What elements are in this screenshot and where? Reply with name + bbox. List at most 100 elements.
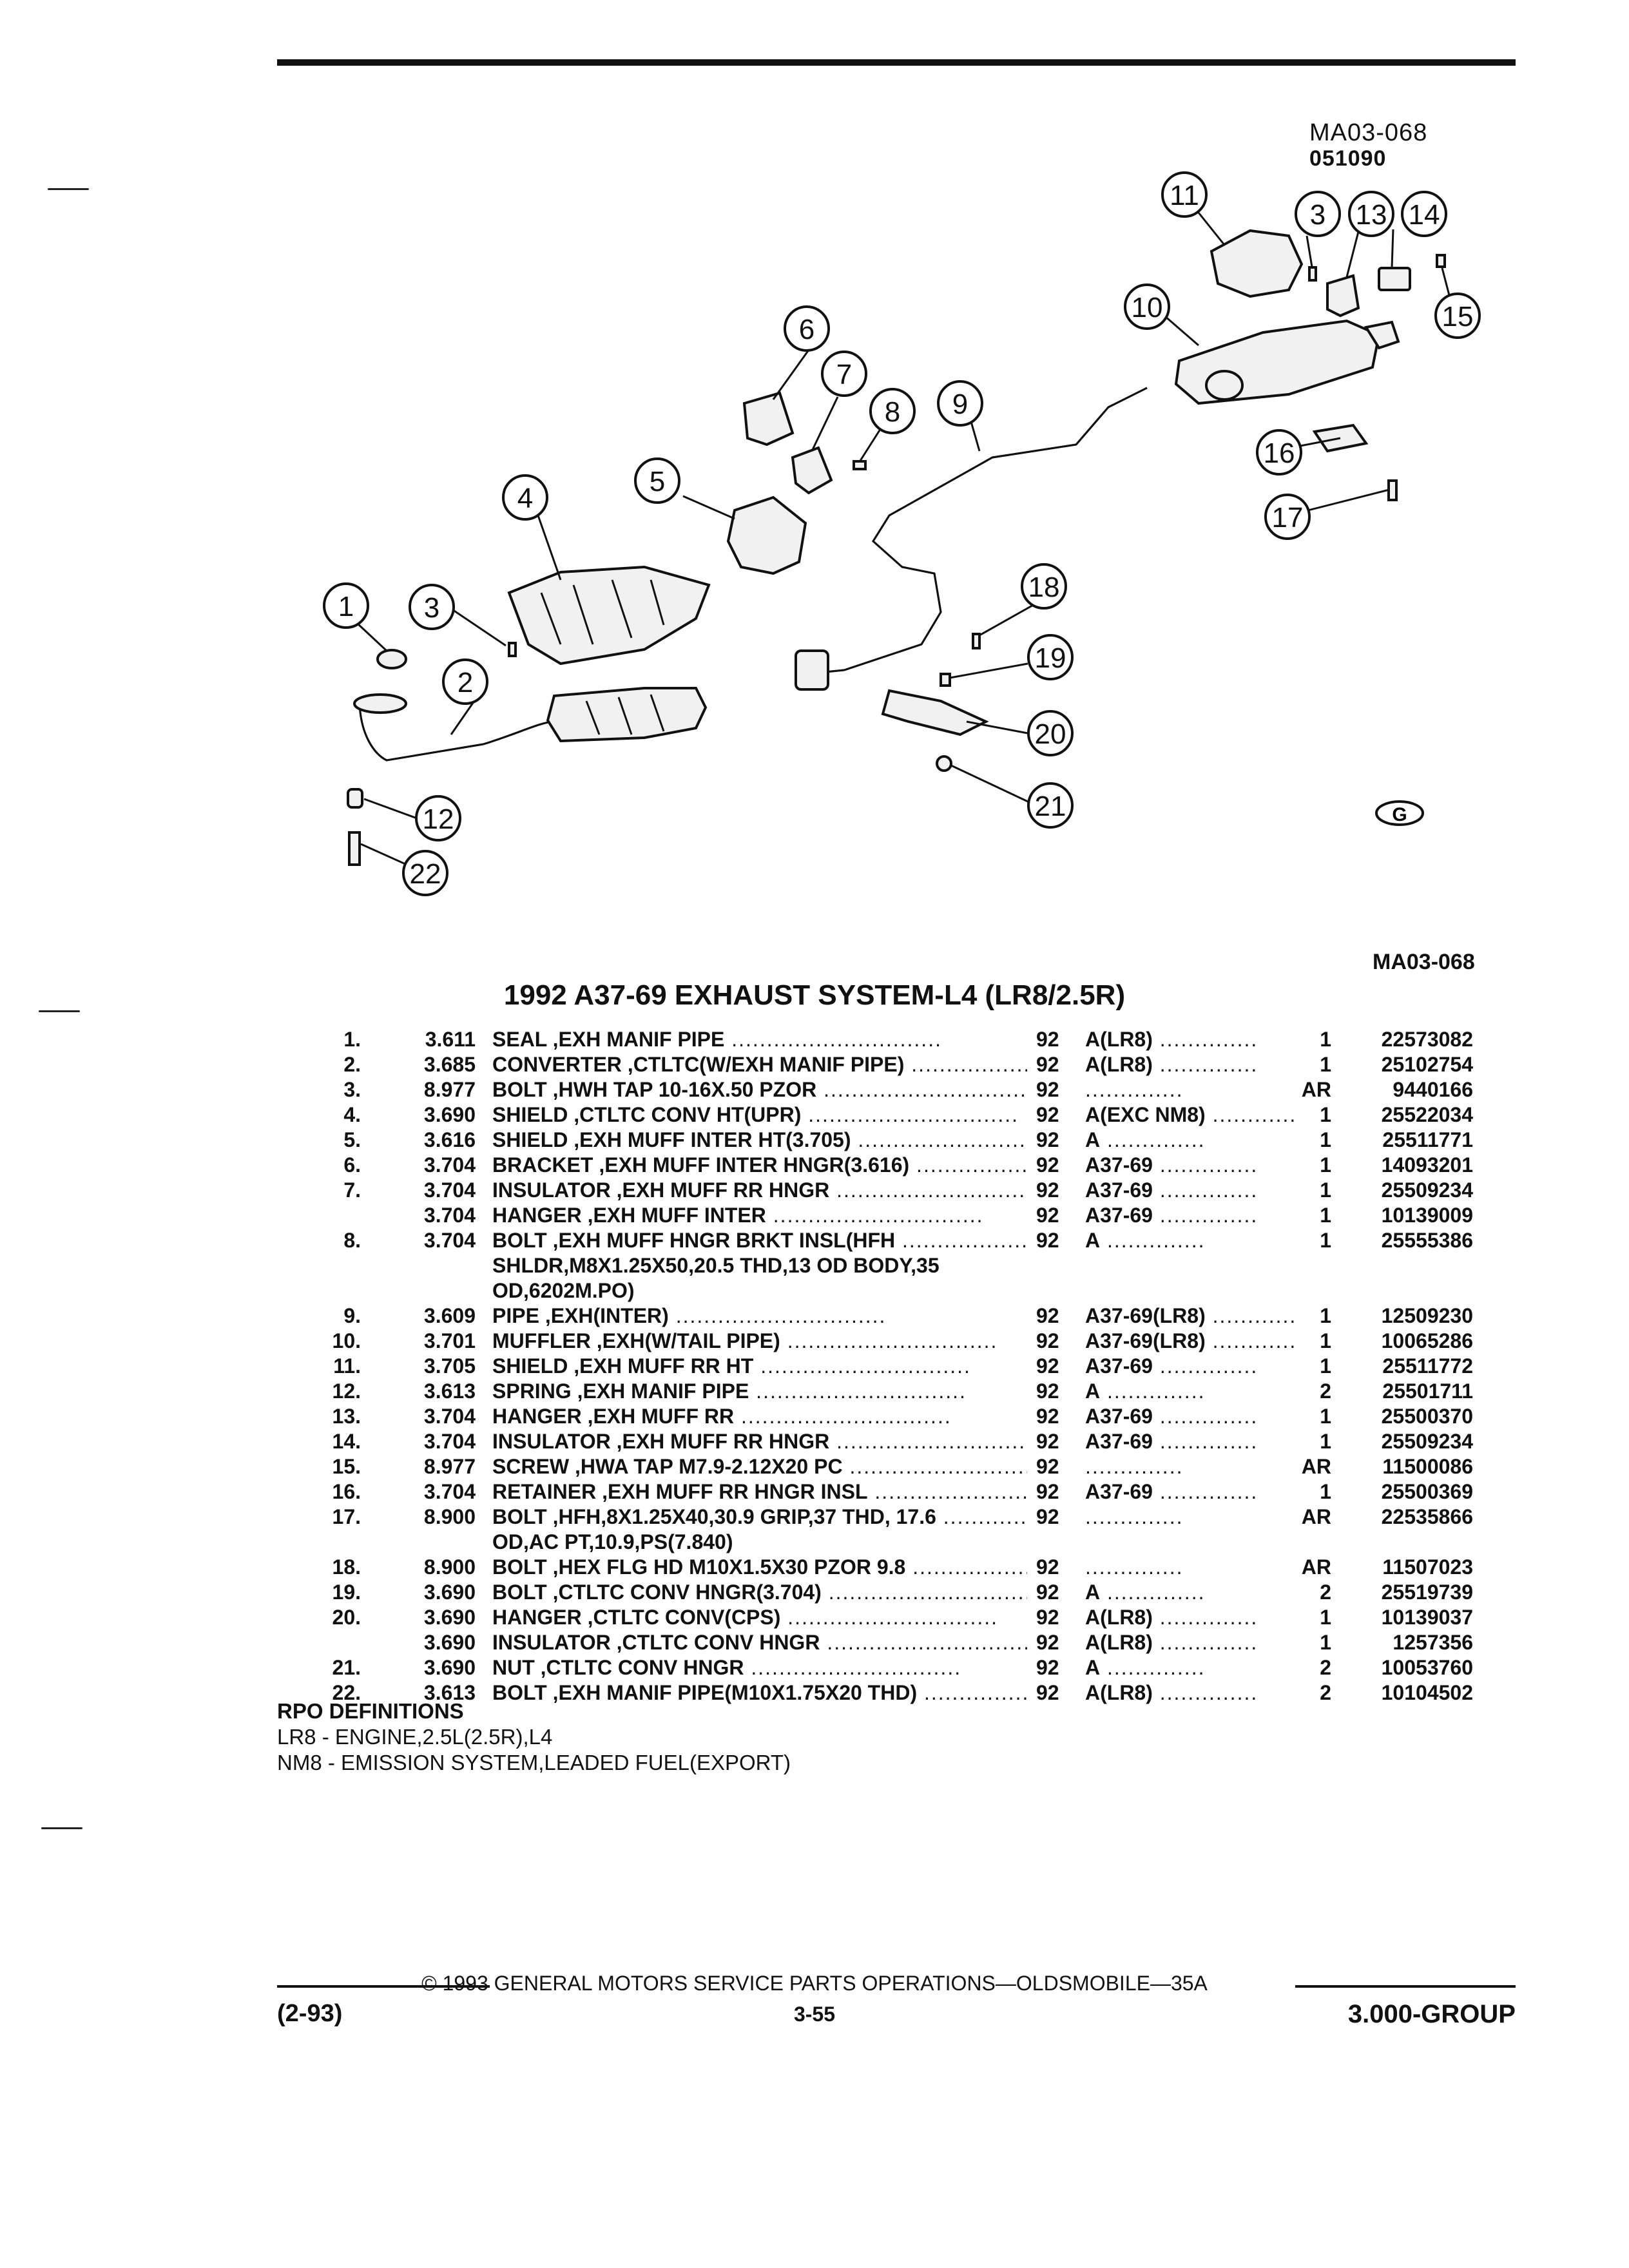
- model-year: 92: [1036, 1229, 1059, 1252]
- svg-text:10: 10: [1132, 292, 1163, 323]
- application: A37-69 ..............: [1085, 1354, 1258, 1378]
- application: A(LR8) ..............: [1085, 1028, 1258, 1051]
- model-year: 92: [1036, 1631, 1059, 1654]
- parts-row: 3.690 INSULATOR ,CTLTC CONV HNGR ........…: [284, 1630, 1521, 1655]
- footer-rule: [277, 1985, 490, 1988]
- group-number: 3.690: [423, 1103, 476, 1126]
- part-name: HANGER: [492, 1204, 582, 1227]
- callout-7: 7: [821, 351, 867, 397]
- intermediate-pipe-part: [811, 387, 1148, 675]
- parts-row: 6. 3.704 BRACKET ,EXH MUFF INTER HNGR(3.61…: [284, 1153, 1521, 1178]
- part-number: 22573082: [1381, 1028, 1473, 1051]
- svg-text:5: 5: [650, 466, 665, 497]
- item-number: 20.: [332, 1606, 361, 1629]
- footer-date: (2-93): [277, 2000, 343, 2027]
- group-number: 8.900: [423, 1505, 476, 1528]
- part-description: SHIELD ,EXH MUFF INTER HT(3.705) .......…: [492, 1128, 1027, 1151]
- group-number: 8.977: [423, 1455, 476, 1478]
- part-description: BOLT ,EXH MANIF PIPE(M10X1.75X20 THD) ..…: [492, 1681, 1027, 1704]
- model-year: 92: [1036, 1329, 1059, 1352]
- part-name: BRACKET: [492, 1153, 593, 1177]
- scan-mark: [39, 1010, 80, 1012]
- group-number: 3.704: [423, 1480, 476, 1503]
- part-name: SEAL: [492, 1028, 547, 1051]
- part-name: NUT: [492, 1656, 535, 1679]
- part-description: BRACKET ,EXH MUFF INTER HNGR(3.616) ....…: [492, 1153, 1027, 1177]
- group-number: 3.701: [423, 1329, 476, 1352]
- application-code: A(LR8): [1085, 1631, 1153, 1654]
- part-detail: ,EXH(W/TAIL PIPE): [590, 1329, 780, 1352]
- part-description: SHIELD ,EXH MUFF RR HT .................…: [492, 1354, 971, 1378]
- part-description: SEAL ,EXH MANIF PIPE ...................…: [492, 1028, 942, 1051]
- part-detail: ,CTLTC CONV HNGR: [610, 1631, 820, 1654]
- part-detail: ,HWH TAP 10-16X.50 PZOR: [546, 1078, 817, 1101]
- part-description: HANGER ,CTLTC CONV(CPS) ................…: [492, 1606, 998, 1629]
- callout-2: 2: [442, 658, 488, 705]
- part-number: 9440166: [1393, 1078, 1473, 1101]
- model-year: 92: [1036, 1103, 1059, 1126]
- quantity: 1: [1320, 1204, 1331, 1227]
- callout-1: 1: [323, 582, 369, 629]
- model-year: 92: [1036, 1153, 1059, 1177]
- group-number: 3.690: [423, 1631, 476, 1654]
- parts-row-continuation: SHLDR,M8X1.25X50,20.5 THD,13 OD BODY,35: [284, 1253, 1521, 1278]
- group-number: 3.690: [423, 1606, 476, 1629]
- part-number: 25511772: [1382, 1354, 1473, 1378]
- application: A ..............: [1085, 1379, 1206, 1403]
- group-number: 3.704: [423, 1405, 476, 1428]
- part-number: 25511771: [1382, 1128, 1473, 1151]
- part-detail: ,CTLTC CONV HT(UPR): [568, 1103, 802, 1126]
- group-number: 8.977: [423, 1078, 476, 1101]
- bolt-part: [853, 460, 867, 470]
- scan-mark: [48, 188, 89, 190]
- nut-part: [936, 755, 952, 772]
- insulator-part: [1378, 267, 1411, 291]
- part-description: NUT ,CTLTC CONV HNGR ...................…: [492, 1656, 962, 1679]
- item-number: [284, 1203, 361, 1228]
- part-description: INSULATOR ,CTLTC CONV HNGR .............…: [492, 1631, 1027, 1654]
- part-description-cont: SHLDR,M8X1.25X50,20.5 THD,13 OD BODY,35: [492, 1254, 940, 1277]
- part-number: 11507023: [1382, 1555, 1473, 1579]
- part-detail: ,CTLTC CONV(CPS): [581, 1606, 781, 1629]
- part-name: RETAINER: [492, 1480, 597, 1503]
- figure-id-sub: 051090: [1309, 146, 1387, 171]
- group-number: 3.704: [423, 1153, 476, 1177]
- part-number: 11500086: [1382, 1455, 1473, 1478]
- part-detail: ,EXH MANIF PIPE(M10X1.75X20 THD): [546, 1681, 918, 1704]
- part-detail: ,EXH MANIF PIPE: [546, 1028, 725, 1051]
- part-name: BOLT: [492, 1555, 547, 1579]
- svg-text:4: 4: [517, 483, 533, 514]
- item-number: 15.: [332, 1455, 361, 1478]
- svg-text:7: 7: [836, 359, 852, 390]
- part-name: BOLT: [492, 1229, 547, 1252]
- group-number: 3.704: [423, 1204, 476, 1227]
- item-number: 12.: [332, 1379, 361, 1403]
- rpo-line: NM8 - EMISSION SYSTEM,LEADED FUEL(EXPORT…: [277, 1751, 791, 1774]
- item-number: 9.: [343, 1304, 361, 1327]
- parts-row: 20. 3.690 HANGER ,CTLTC CONV(CPS) ........…: [284, 1605, 1521, 1630]
- quantity: 1: [1320, 1329, 1331, 1352]
- figure-id-top: MA03-068: [1309, 119, 1428, 146]
- application: A ..............: [1085, 1229, 1206, 1252]
- part-description: RETAINER ,EXH MUFF RR HNGR INSL ........…: [492, 1480, 1027, 1503]
- svg-text:16: 16: [1264, 437, 1295, 469]
- part-description-cont: OD,6202M.PO): [492, 1279, 635, 1302]
- svg-text:1: 1: [338, 591, 354, 622]
- part-name: PIPE: [492, 1304, 539, 1327]
- callout-8: 8: [869, 388, 916, 434]
- callout-9: 9: [937, 380, 983, 427]
- application-code: A37-69: [1085, 1204, 1153, 1227]
- application: A(EXC NM8) ..............: [1085, 1103, 1298, 1126]
- part-number: 10139037: [1381, 1606, 1473, 1629]
- model-year: 92: [1036, 1178, 1059, 1202]
- part-name: SCREW: [492, 1455, 570, 1478]
- quantity: 1: [1320, 1178, 1331, 1202]
- part-detail: ,EXH MANIF PIPE: [571, 1379, 749, 1403]
- exhaust-parts-drawing: [347, 229, 1446, 866]
- quantity: 1: [1320, 1405, 1331, 1428]
- item-number: 6.: [343, 1153, 361, 1177]
